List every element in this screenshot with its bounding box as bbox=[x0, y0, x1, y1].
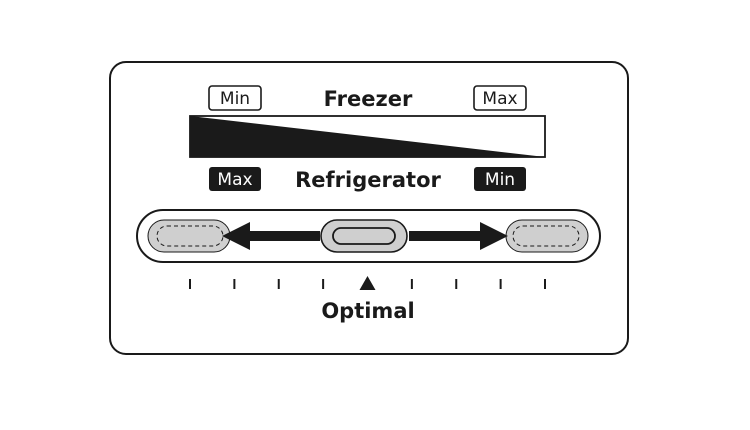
arrow-right-icon bbox=[409, 222, 508, 250]
optimal-label: Optimal bbox=[321, 299, 414, 323]
temperature-wedge-indicator bbox=[189, 115, 546, 158]
refrigerator-min-tag: Min bbox=[474, 167, 526, 191]
freezer-max-tag: Max bbox=[473, 85, 527, 111]
slider-knob[interactable] bbox=[320, 219, 408, 253]
refrigerator-label: Refrigerator bbox=[295, 168, 441, 192]
freezer-max-tag-text: Max bbox=[482, 89, 517, 109]
freezer-label: Freezer bbox=[324, 87, 413, 111]
freezer-min-tag-text: Min bbox=[220, 89, 250, 109]
slider-right-end-zone bbox=[505, 219, 589, 253]
freezer-min-tag: Min bbox=[208, 85, 262, 111]
slider-left-end-zone bbox=[147, 219, 231, 253]
refrigerator-min-tag-text: Min bbox=[485, 170, 515, 190]
refrigerator-max-tag-text: Max bbox=[217, 170, 252, 190]
scale-ticks bbox=[189, 279, 546, 289]
refrigerator-max-tag: Max bbox=[209, 167, 261, 191]
optimal-pointer-icon bbox=[359, 276, 376, 290]
arrow-left-icon bbox=[222, 222, 320, 250]
